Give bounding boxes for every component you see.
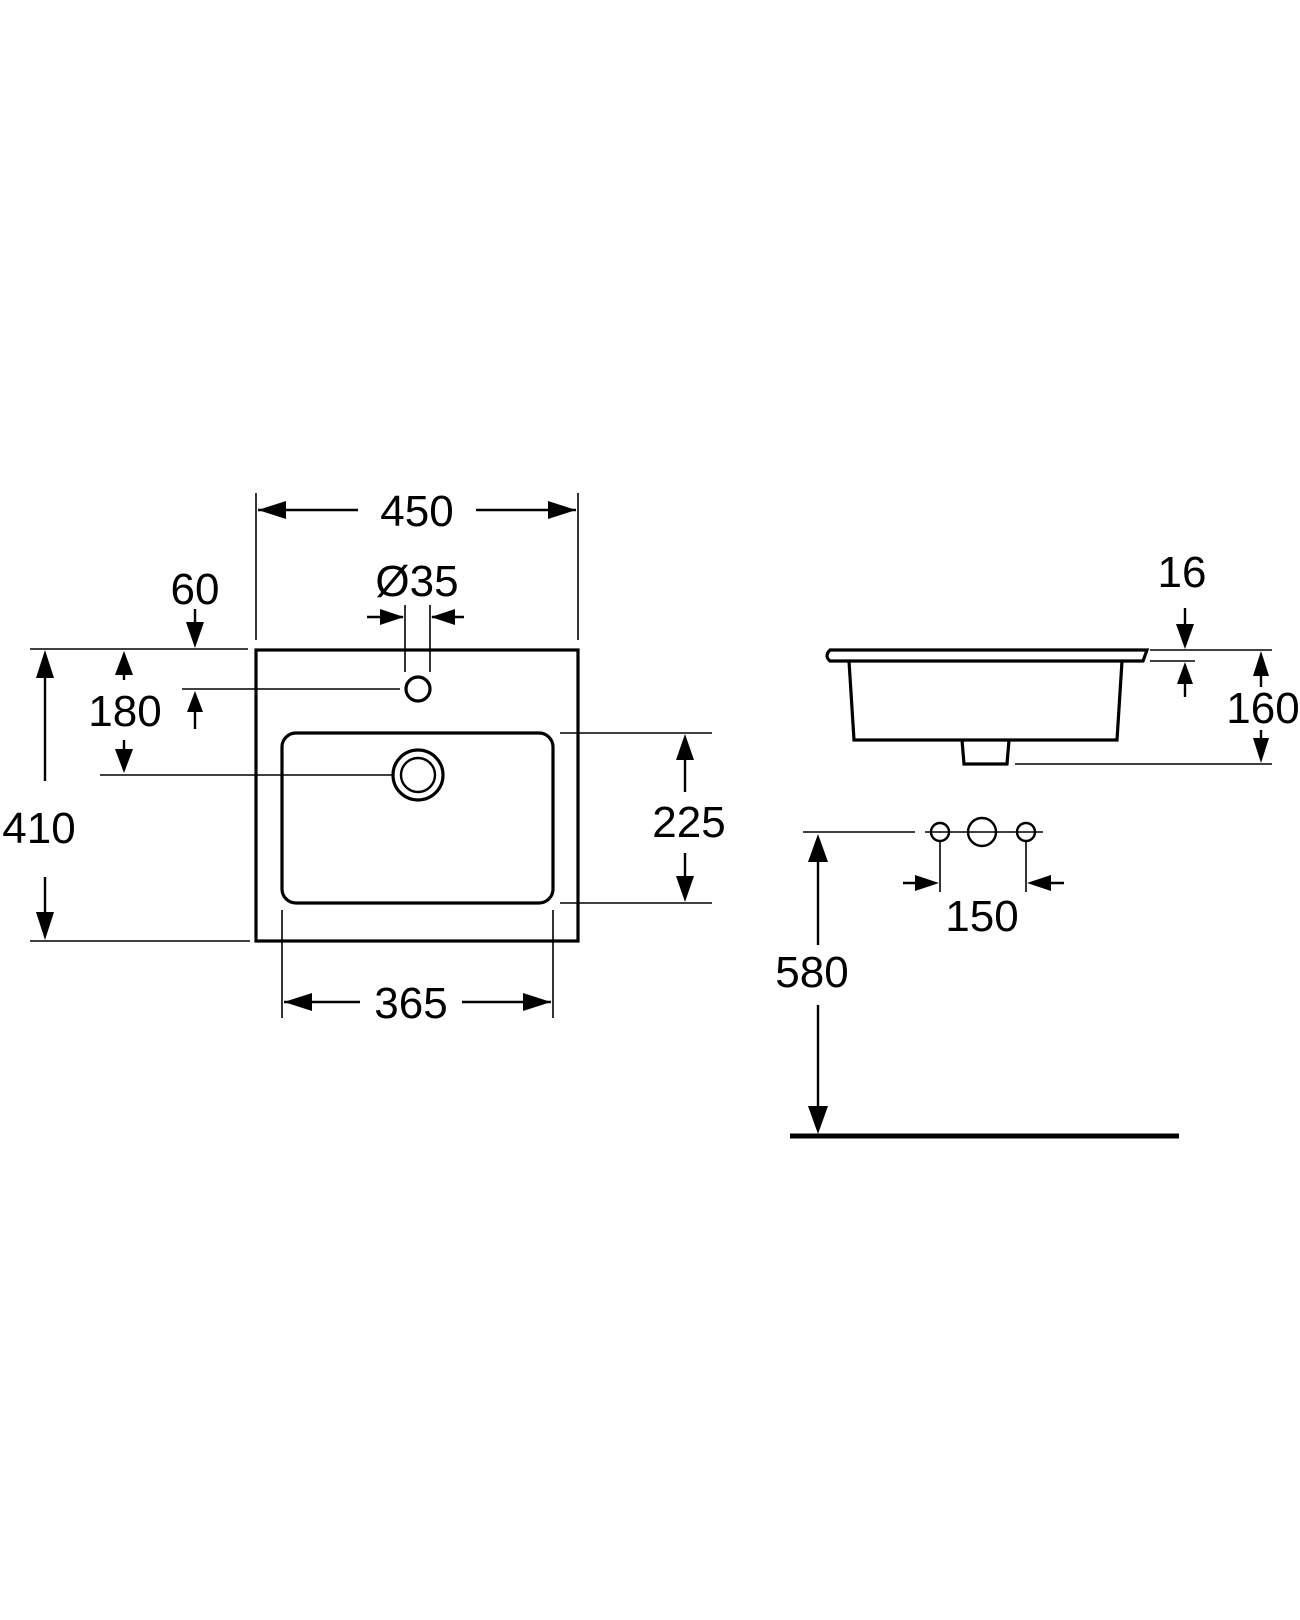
dim-bowl-width-365: 365	[284, 979, 551, 1028]
side-drain	[960, 739, 1011, 766]
dim-label-bowl-width: 365	[374, 979, 447, 1028]
side-view: 16 160	[825, 548, 1300, 766]
dim-label-height: 160	[1226, 684, 1299, 733]
drain-inner	[399, 756, 437, 794]
dim-depth-410: 410	[2, 650, 76, 940]
installation-view: 150 580	[775, 816, 1179, 1139]
dim-label-tap-spacing: 150	[945, 892, 1018, 941]
dim-label-tap-offset: 60	[171, 565, 220, 614]
tap-hole-center	[966, 816, 998, 848]
dim-mounting-height-580: 580	[775, 834, 849, 1134]
side-bowl	[847, 660, 1124, 742]
dim-tap-hole-diameter: Ø35	[367, 557, 464, 625]
dim-label-bowl-depth: 225	[652, 798, 725, 847]
basin-outline	[254, 648, 580, 943]
dim-label-mounting-height: 580	[775, 948, 848, 997]
tap-hole	[404, 675, 432, 703]
dim-height-160: 160	[1226, 651, 1300, 763]
bowl-outline	[280, 731, 555, 905]
dim-bowl-depth-225: 225	[652, 734, 726, 902]
top-view: 450 Ø35 60 180	[2, 487, 725, 1028]
dim-label-width: 450	[380, 487, 453, 536]
side-rim	[825, 648, 1150, 663]
dim-drain-180: 180	[88, 651, 203, 773]
dim-label-drain: 180	[88, 687, 161, 736]
dim-tap-offset-60: 60	[171, 565, 220, 648]
dim-rim-16: 16	[1158, 548, 1207, 697]
dim-label-depth: 410	[2, 804, 75, 853]
dim-width-450: 450	[258, 487, 576, 536]
dim-tap-spacing-150: 150	[903, 875, 1064, 941]
dim-label-tap-hole: Ø35	[375, 557, 458, 606]
dim-label-rim: 16	[1158, 548, 1207, 597]
